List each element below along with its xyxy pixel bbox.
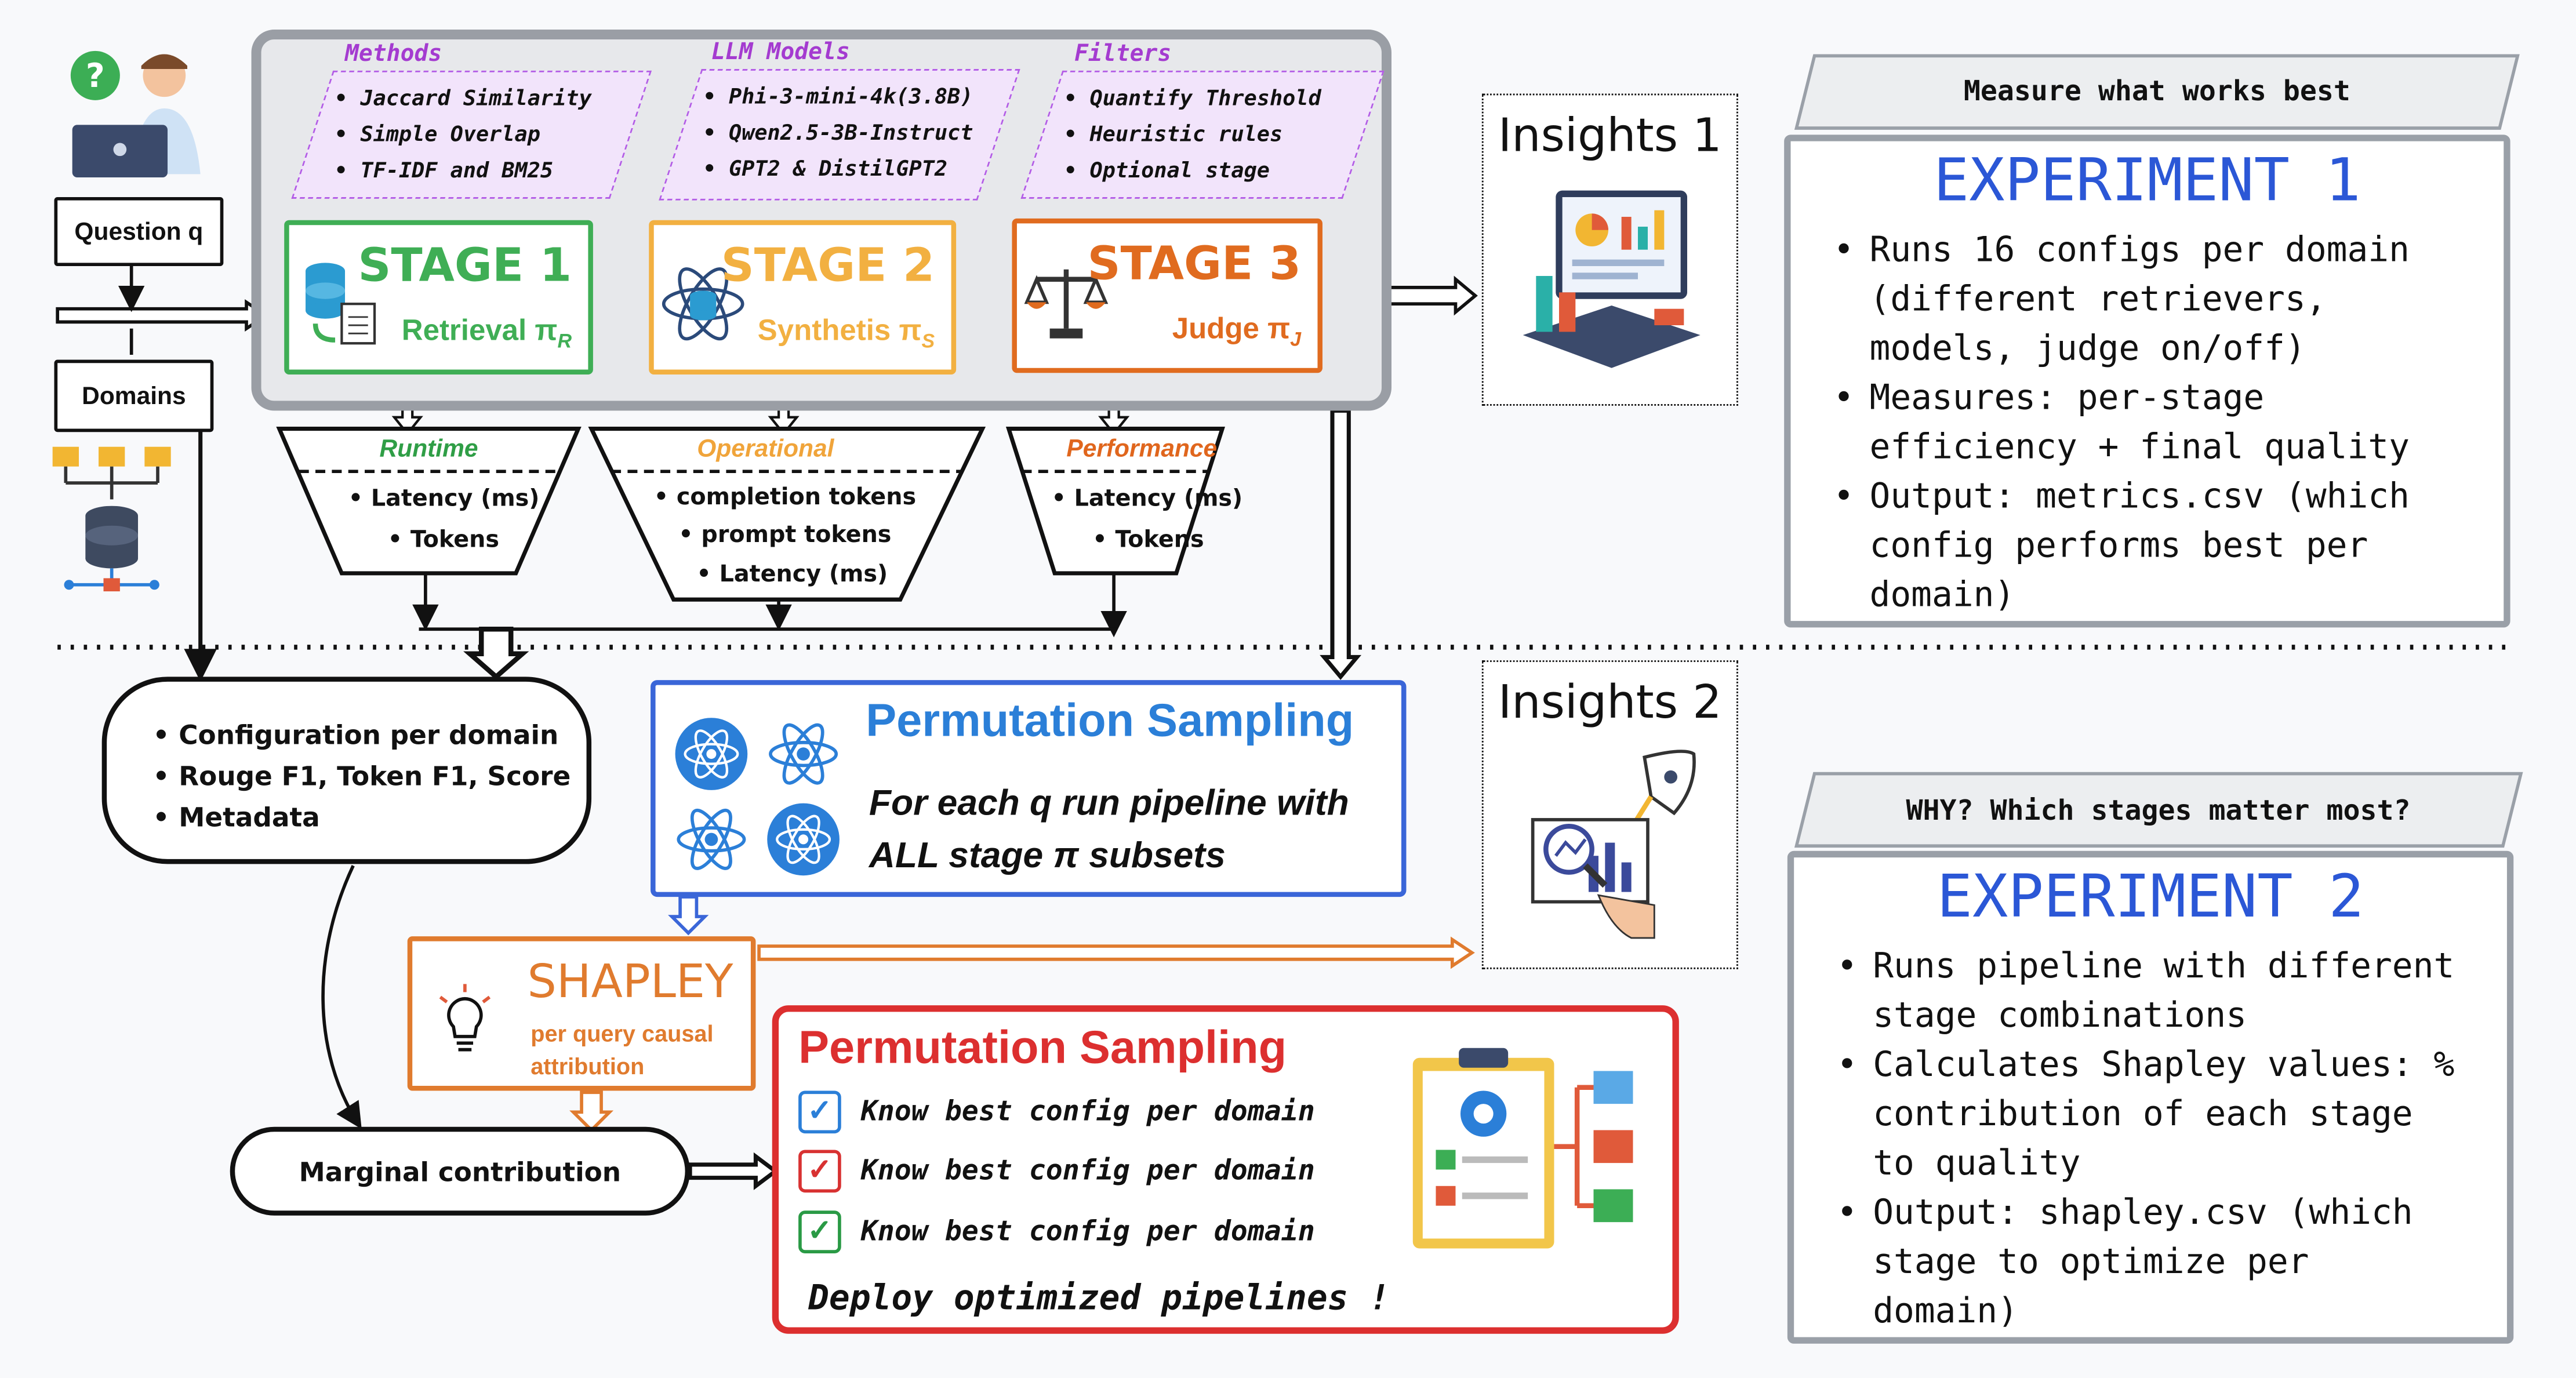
method-item: • Simple Overlap [335, 123, 540, 148]
check-row: ✓ Know best config per domain [798, 1210, 1315, 1253]
permutation-description: For each q run pipeline with ALL stage π… [869, 781, 1349, 876]
results-pill: • Configuration per domain • Rouge F1, T… [101, 677, 592, 864]
experiment-1-title: EXPERIMENT 1 [1933, 148, 2361, 216]
filters-list: • Quantify Threshold • Heuristic rules •… [1020, 70, 1385, 199]
rocket-analytics-icon [1513, 747, 1710, 952]
check-icon: ✓ [798, 1150, 841, 1193]
performance-metric: • Tokens [1092, 527, 1204, 554]
permutation-title: Permutation Sampling [866, 695, 1354, 746]
methods-list: • Jaccard Similarity • Simple Overlap • … [291, 70, 652, 199]
performance-metric: • Latency (ms) [1051, 486, 1243, 513]
operational-heading: Operational [697, 435, 834, 464]
experiment-1-tab-label: Measure what works best [1963, 75, 2350, 109]
filter-item: • Quantify Threshold [1064, 87, 1321, 112]
model-item: • GPT2 & DistilGPT2 [703, 158, 948, 183]
domains-box: Domains [54, 359, 214, 432]
experiment-1-box: EXPERIMENT 1 Runs 16 configs per domain(… [1784, 134, 2510, 628]
deploy-text: Deploy optimized pipelines ! [808, 1278, 1390, 1318]
insights-2-title: Insights 2 [1498, 675, 1722, 730]
permutation-sampling-box: Permutation Sampling For each q run pipe… [651, 680, 1407, 897]
runtime-metric: • Latency (ms) [348, 486, 540, 513]
dashboard-illustration-icon [1513, 177, 1710, 383]
svg-text:?: ? [86, 57, 105, 95]
insights-1-box: Insights 1 [1481, 93, 1738, 406]
performance-funnel-shape [1005, 427, 1225, 576]
llm-models-heading: LLM Models [711, 39, 850, 66]
runtime-metric: • Tokens [387, 527, 500, 554]
method-item: • TF-IDF and BM25 [335, 159, 554, 184]
results-item: • Metadata [152, 801, 320, 833]
experiment-2-box: EXPERIMENT 2 Runs pipeline with differen… [1787, 850, 2514, 1344]
final-results-box: Permutation Sampling ✓ Know best config … [772, 1005, 1679, 1334]
stage-3-box: STAGE 3 Judge πJ [1012, 218, 1322, 373]
performance-heading: Performance [1066, 435, 1218, 464]
filters-heading: Filters [1074, 41, 1172, 68]
insights-1-title: Insights 1 [1498, 108, 1722, 163]
marginal-contribution-pill: Marginal contribution [230, 1126, 691, 1216]
operational-metric: • Latency (ms) [696, 562, 888, 588]
user-question-icon: ? [66, 46, 213, 184]
database-icon [85, 506, 139, 569]
shapley-title: SHAPLEY [527, 954, 733, 1009]
experiment-2-title: EXPERIMENT 2 [1936, 864, 2364, 932]
runtime-heading: Runtime [379, 435, 478, 464]
operational-funnel-shape [588, 427, 986, 602]
experiment-2-bullet: Calculates Shapley values: %contribution… [1837, 1040, 2507, 1188]
check-row: ✓ Know best config per domain [798, 1150, 1315, 1193]
stage-2-box: STAGE 2 Synthetis πS [649, 220, 957, 375]
experiment-1-tab: Measure what works best [1794, 54, 2520, 130]
method-item: • Jaccard Similarity [335, 87, 592, 112]
atom-db-icon [660, 261, 746, 355]
shapley-subtitle: per query causal attribution [531, 1020, 714, 1079]
filter-item: • Optional stage [1064, 159, 1270, 184]
operational-metric: • completion tokens [653, 484, 917, 511]
check-icon: ✓ [798, 1090, 841, 1134]
model-item: • Qwen2.5-3B-Instruct [703, 121, 973, 147]
experiment-2-tab-label: WHY? Which stages matter most? [1906, 795, 2411, 828]
stage-1-title: STAGE 1 [358, 238, 572, 293]
marginal-label: Marginal contribution [299, 1155, 622, 1187]
retrieval-db-icon [299, 258, 382, 355]
runtime-funnel-shape [276, 427, 582, 576]
filter-item: • Heuristic rules [1064, 123, 1283, 148]
results-item: • Rouge F1, Token F1, Score [152, 760, 571, 792]
domains-label: Domains [82, 381, 186, 410]
model-item: • Phi-3-mini-4k(3.8B) [703, 85, 973, 110]
stage-3-title: STAGE 3 [1087, 237, 1302, 291]
clipboard-flow-icon [1409, 1041, 1640, 1263]
atom-icon [672, 715, 853, 888]
check-icon: ✓ [798, 1210, 841, 1253]
check-row: ✓ Know best config per domain [798, 1090, 1315, 1134]
llm-models-list: • Phi-3-mini-4k(3.8B) • Qwen2.5-3B-Instr… [659, 69, 1020, 201]
methods-heading: Methods [345, 41, 442, 68]
stage-2-title: STAGE 2 [721, 238, 935, 293]
stage-3-subtitle: Judge πJ [1172, 312, 1302, 352]
lightbulb-icon [435, 984, 495, 1064]
experiment-1-bullet: Runs 16 configs per domain(different ret… [1833, 225, 2504, 373]
scales-icon [1023, 263, 1109, 350]
stage-1-subtitle: Retrieval πR [401, 314, 572, 354]
folder-tree-icon [49, 440, 181, 604]
stage-1-box: STAGE 1 Retrieval πR [284, 220, 593, 375]
question-label: Question q [74, 217, 204, 246]
experiment-2-tab: WHY? Which stages matter most? [1794, 772, 2523, 848]
shapley-box: SHAPLEY per query causal attribution [407, 936, 756, 1091]
final-title: Permutation Sampling [798, 1021, 1287, 1073]
results-item: • Configuration per domain [152, 719, 559, 751]
insights-2-box: Insights 2 [1481, 660, 1738, 969]
stage-2-subtitle: Synthetis πS [757, 314, 935, 354]
question-box: Question q [54, 197, 224, 267]
operational-metric: • prompt tokens [678, 522, 892, 549]
